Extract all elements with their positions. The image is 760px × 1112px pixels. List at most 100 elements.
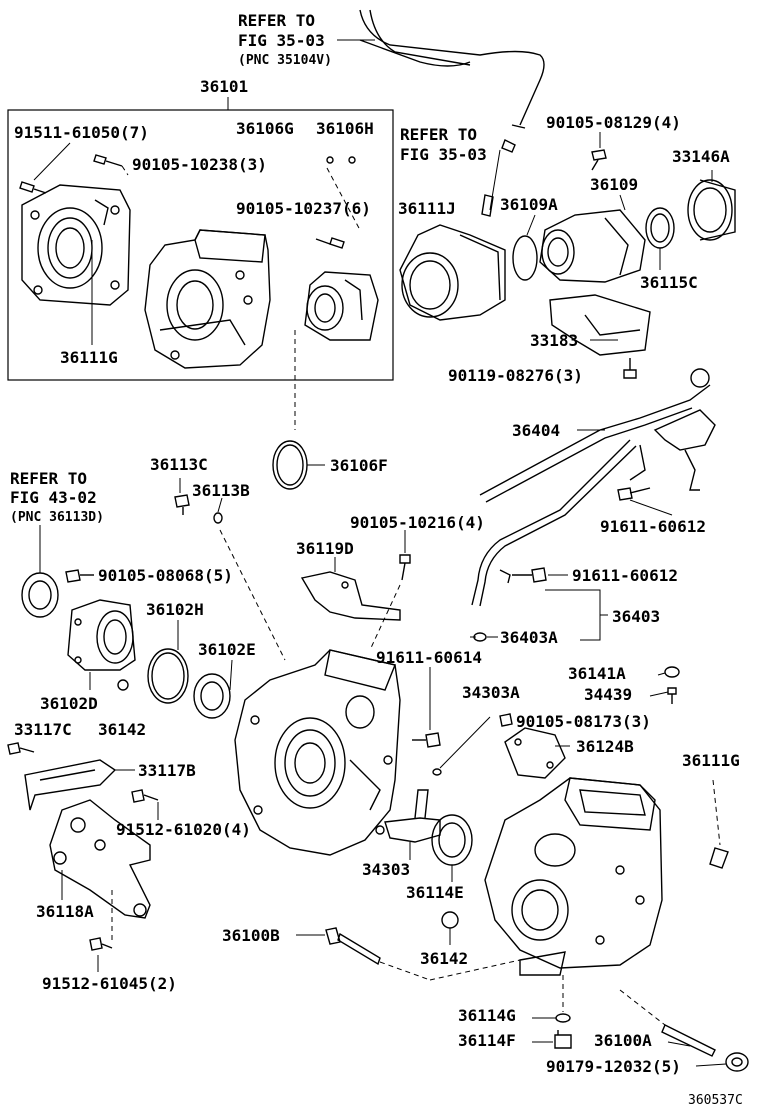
label-34303A: 34303A	[462, 683, 520, 702]
bolt-36100B	[325, 927, 381, 966]
label-36101: 36101	[200, 77, 248, 96]
label-36100B: 36100B	[222, 926, 280, 945]
label-36102H: 36102H	[146, 600, 204, 619]
label-36106H: 36106H	[316, 119, 374, 138]
refer-note-top-line3: (PNC 35104V)	[238, 53, 332, 68]
label-90179-12032: 90179-12032(5)	[546, 1057, 681, 1076]
label-91611-60612-b: 91611-60612	[572, 566, 678, 585]
label-33183: 33183	[530, 331, 578, 350]
refer-note-left-line3: (PNC 36113D)	[10, 510, 104, 525]
label-36404: 36404	[512, 421, 560, 440]
label-34303: 34303	[362, 860, 410, 879]
cover-36124B-drawing	[504, 727, 566, 779]
front-case-drawing	[234, 649, 401, 856]
label-91611-60612-a: 91611-60612	[600, 517, 706, 536]
label-36111J: 36111J	[398, 199, 456, 218]
label-90105-10237: 90105-10237(6)	[236, 199, 371, 218]
label-91512-61045: 91512-61045(2)	[42, 974, 177, 993]
label-36124B: 36124B	[576, 737, 634, 756]
label-91511-61050: 91511-61050(7)	[14, 123, 149, 142]
label-36114G: 36114G	[458, 1006, 516, 1025]
retainer-36102D-drawing	[67, 599, 136, 671]
bolt-36111J	[481, 194, 494, 217]
washer-36113B	[213, 512, 223, 524]
bolt-34439	[667, 687, 677, 704]
bracket-33117B-drawing	[24, 759, 117, 811]
label-36113B: 36113B	[192, 481, 250, 500]
label-36100A: 36100A	[594, 1031, 652, 1050]
bolt-33117C	[7, 742, 35, 755]
label-90105-08173: 90105-08173(3)	[516, 712, 651, 731]
refer-note-left-line1: REFER TO	[10, 469, 87, 488]
main-case-drawing	[144, 229, 271, 369]
label-36114E: 36114E	[406, 883, 464, 902]
o-ring-36106F	[272, 440, 308, 490]
label-34439: 34439	[584, 685, 632, 704]
label-36106G: 36106G	[236, 119, 294, 138]
seal-36102E	[193, 673, 231, 719]
o-ring-34303A	[432, 768, 442, 776]
bolt-91511	[19, 181, 47, 194]
label-33117B: 33117B	[138, 761, 196, 780]
bolt-91611-60612-b	[512, 567, 547, 583]
adapter-housing-drawing	[399, 224, 506, 321]
bolt-90105-10216	[399, 554, 411, 581]
label-36115C: 36115C	[640, 273, 698, 292]
bolt-36100A	[661, 1024, 716, 1057]
bolt-91512-61045	[89, 937, 113, 951]
refer-note-left-line2: FIG 43-02	[10, 488, 97, 507]
label-90105-10216: 90105-10216(4)	[350, 513, 485, 532]
label-36141A: 36141A	[568, 664, 626, 683]
nut-90179-12032	[725, 1052, 749, 1072]
label-36111G-left: 36111G	[60, 348, 118, 367]
bolt-91611-60612-a	[617, 487, 651, 501]
nut-36141A	[664, 666, 680, 678]
bracket-36119D-drawing	[300, 571, 401, 621]
plug-36142-left	[117, 679, 129, 691]
gasket-36109A	[512, 235, 538, 281]
bolt-91611-60614	[412, 732, 441, 748]
label-90119-08276: 90119-08276(3)	[448, 366, 583, 385]
bolt-90105-10238	[93, 154, 123, 167]
label-36109A: 36109A	[500, 195, 558, 214]
plug-36114F	[554, 1030, 572, 1049]
assembly-36101-box	[7, 109, 394, 381]
diagram-id: 360537C	[688, 1093, 743, 1108]
plug-36142-bottom	[441, 911, 459, 929]
label-36102D: 36102D	[40, 694, 98, 713]
label-36119D: 36119D	[296, 539, 354, 558]
label-91512-61020: 91512-61020(4)	[116, 820, 251, 839]
refer-note-top-line2: FIG 35-03	[238, 31, 325, 50]
label-90105-08129: 90105-08129(4)	[546, 113, 681, 132]
label-90105-10238: 90105-10238(3)	[132, 155, 267, 174]
bolt-90105-08129	[591, 149, 607, 171]
o-ring-36102H	[147, 648, 189, 704]
bolt-90105-08173	[499, 713, 513, 727]
extension-housing-drawing	[21, 184, 131, 306]
mount-33183-drawing	[549, 294, 651, 356]
housing-36109-drawing	[539, 209, 646, 283]
label-36403: 36403	[612, 607, 660, 626]
label-36113C: 36113C	[150, 455, 208, 474]
label-90105-08068: 90105-08068(5)	[98, 566, 233, 585]
pin-36111G-right	[709, 847, 729, 869]
shift-rod-36403-drawing	[471, 439, 637, 607]
breather-hose-drawing	[359, 9, 545, 153]
label-33117C: 33117C	[14, 720, 72, 739]
bracket-36118A-drawing	[49, 799, 151, 919]
sleeve-33146A	[687, 179, 736, 241]
shift-lever-36404-drawing	[479, 368, 716, 503]
label-36111G-right: 36111G	[682, 751, 740, 770]
gasket-36114G	[555, 1013, 571, 1023]
pin-36106G	[326, 156, 334, 164]
label-36142-left: 36142	[98, 720, 146, 739]
bolt-90105-08068	[65, 569, 94, 583]
label-36118A: 36118A	[36, 902, 94, 921]
label-33146A: 33146A	[672, 147, 730, 166]
label-36403A: 36403A	[500, 628, 558, 647]
refer-note-mid-line2: FIG 35-03	[400, 145, 487, 164]
label-36114F: 36114F	[458, 1031, 516, 1050]
rear-case-drawing	[484, 777, 663, 976]
bolt-90105-10237	[315, 237, 345, 249]
